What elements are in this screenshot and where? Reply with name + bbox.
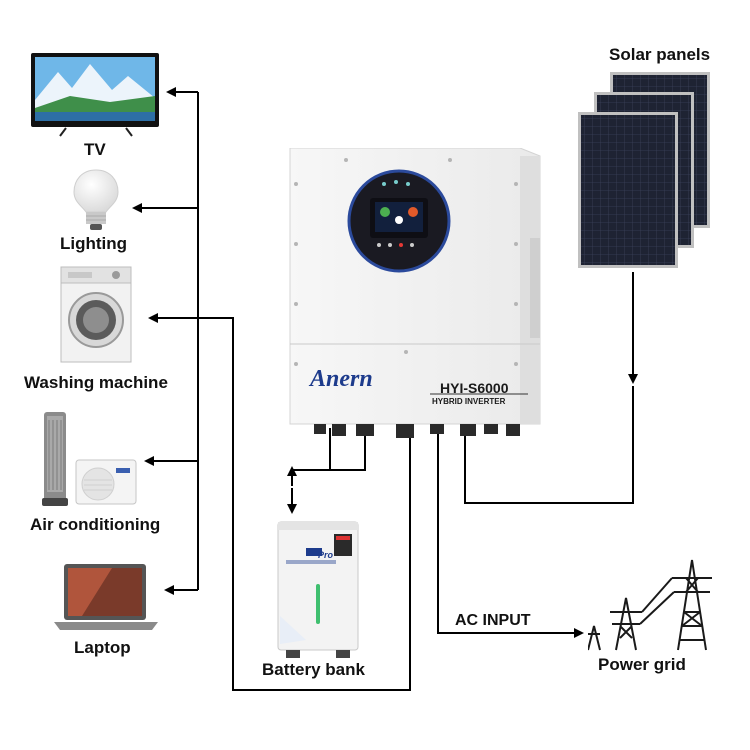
solar-panels-image [578, 72, 710, 268]
label-laptop: Laptop [74, 638, 131, 657]
light-bulb-icon [73, 169, 119, 230]
power-grid-towers-image [588, 559, 712, 651]
grid-line [437, 430, 580, 634]
hybrid-inverter [289, 148, 541, 438]
label-air-conditioning: Air conditioning [30, 515, 161, 534]
label-battery-bank: Battery bank [262, 660, 365, 679]
label-lighting: Lighting [60, 234, 128, 253]
solar-to-inverter [464, 386, 634, 504]
inverter-subtitle: HYBRID INVERTER [432, 397, 506, 406]
tv-image [31, 53, 159, 137]
washing-machine-image [60, 266, 132, 363]
air-conditioner-image [42, 412, 137, 506]
label-solar-panels: Solar panels [609, 45, 711, 64]
battery-bank-image [277, 521, 359, 658]
label-washing-machine: Washing machine [24, 373, 168, 392]
inverter-brand-logo: Anern [310, 366, 373, 392]
battery-badge: Pro [318, 550, 334, 560]
washing-machine-line [148, 313, 411, 691]
battery-line [292, 428, 366, 471]
label-tv: TV [84, 140, 106, 159]
label-power-grid: Power grid [598, 655, 686, 674]
inverter-model: HYI-S6000 [440, 380, 509, 396]
label-ac-input: AC INPUT [455, 612, 531, 629]
laptop-image [54, 564, 158, 630]
